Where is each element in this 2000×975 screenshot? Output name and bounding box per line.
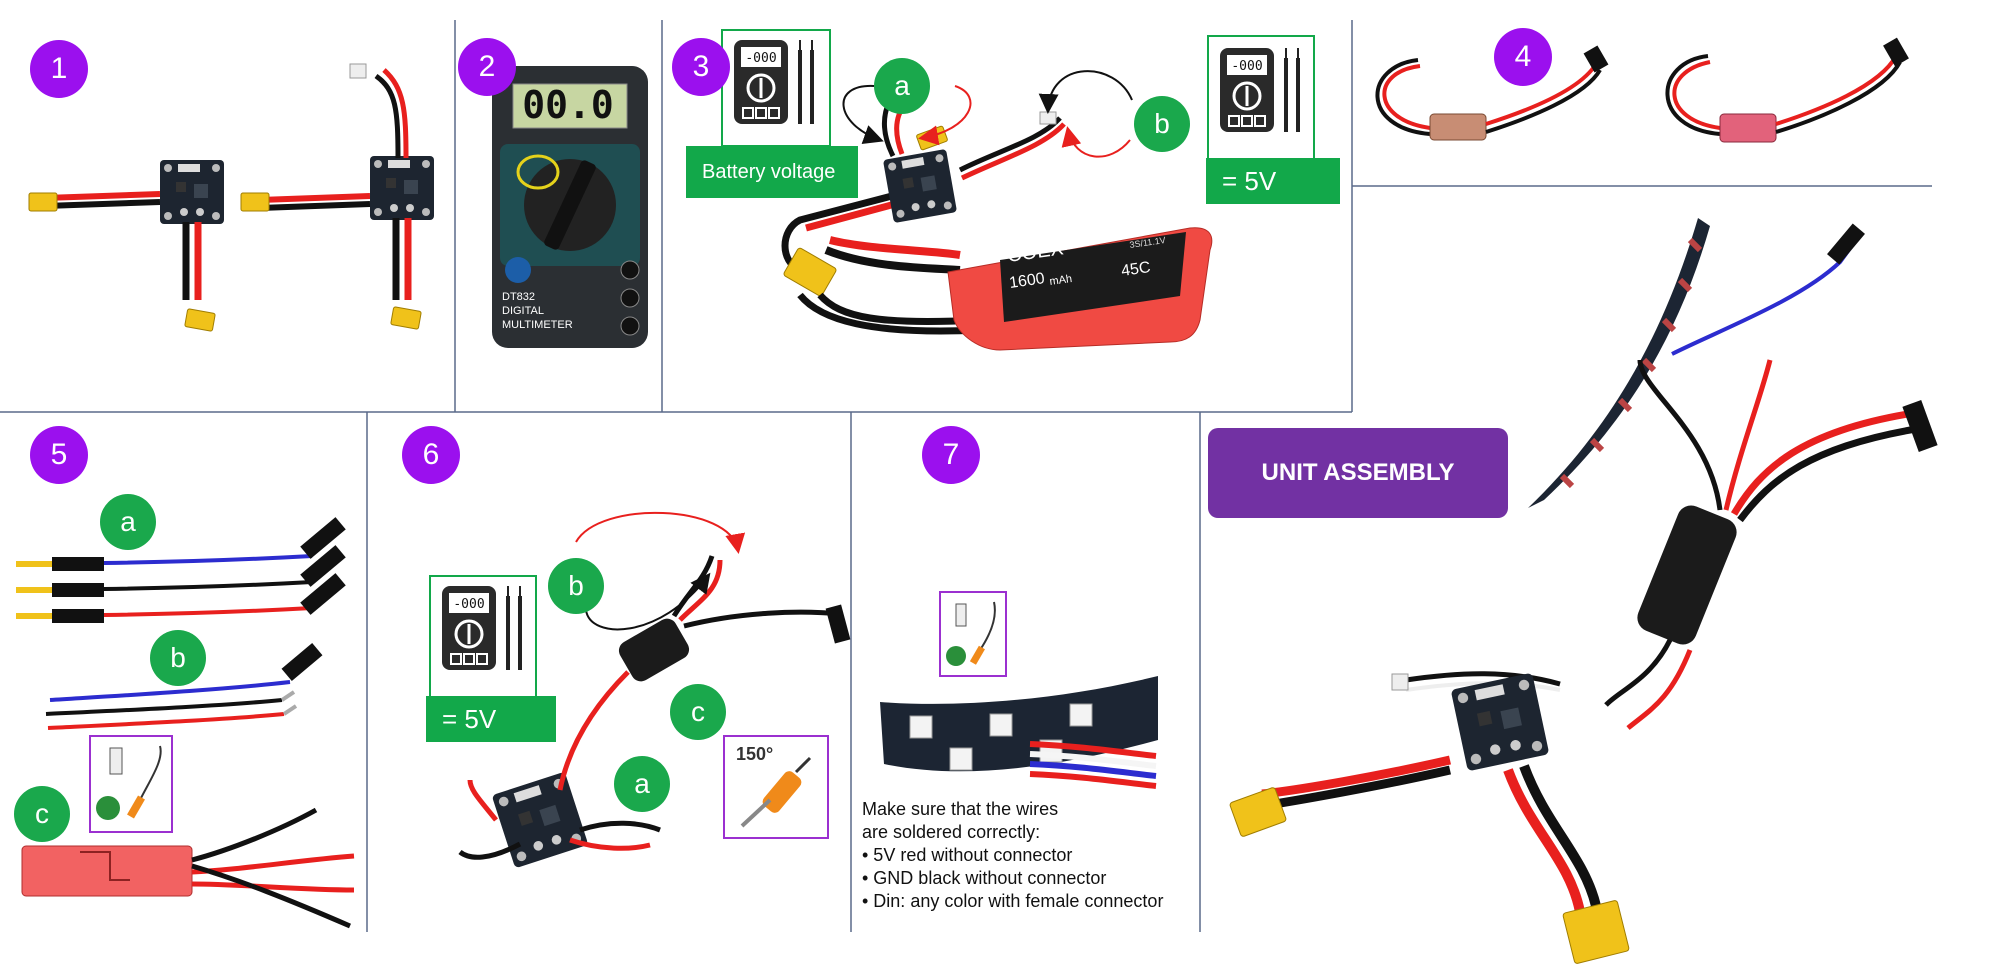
- probe-arrow-b-black: [1038, 70, 1133, 114]
- step-3-badge: 3: [672, 38, 730, 96]
- step6-sub-a: a: [614, 756, 670, 812]
- step-6-badge: 6: [402, 426, 460, 484]
- step6-sub-c: c: [670, 684, 726, 740]
- note-line-2: are soldered correctly:: [862, 822, 1041, 842]
- unit-assembly-label: UNIT ASSEMBLY: [1208, 428, 1508, 518]
- led-strip-panel7: [880, 676, 1158, 789]
- step-4-badge: 4: [1494, 28, 1552, 86]
- panel-dividers: [0, 20, 1932, 932]
- step-5-badge: 5: [30, 426, 88, 484]
- battery-voltage-label: Battery voltage: [686, 146, 858, 198]
- battery-capacity-unit: mAh: [1049, 273, 1073, 288]
- probe-arrow-a-red: [918, 85, 972, 146]
- note-bullet-3: • Din: any color with female connector: [862, 891, 1164, 911]
- battery-capacity: 1600: [1008, 270, 1046, 292]
- step3-meter-right: [1207, 35, 1315, 163]
- wire-set-b: [45, 643, 323, 730]
- multimeter-model-line3: MULTIMETER: [502, 319, 573, 331]
- step6-sub-b: b: [548, 558, 604, 614]
- wiring-note: Make sure that the wires are soldered co…: [862, 798, 1192, 913]
- note-bullet-1: • 5V red without connector: [862, 845, 1073, 865]
- step5-sub-c: c: [14, 786, 70, 842]
- probe-arrow-6-red: [575, 511, 746, 554]
- step5-sub-b: b: [150, 630, 206, 686]
- step-7-badge: 7: [922, 426, 980, 484]
- solder-temperature: 150°: [736, 744, 774, 764]
- battery-rate: 45C: [1120, 259, 1151, 280]
- step5-sub-a: a: [100, 494, 156, 550]
- note-line-1: Make sure that the wires: [862, 799, 1059, 819]
- step-1-badge: 1: [30, 40, 88, 98]
- solder-kit-icon-7: [939, 591, 1007, 677]
- converter-icon: [1375, 37, 1909, 143]
- battery-icon: COEX 1600 mAh 45C 3S/11.1V: [781, 98, 1213, 351]
- step6-5v-label: = 5V: [426, 696, 556, 742]
- probe-arrow-a-black: [842, 84, 884, 145]
- step3-sub-a: a: [874, 58, 930, 114]
- note-bullet-2: • GND black without connector: [862, 868, 1107, 888]
- step3-5v-label: = 5V: [1206, 158, 1340, 204]
- final-assembly: [1229, 223, 1938, 964]
- probe-arrow-b-red: [1061, 126, 1131, 158]
- power-board-icon: [28, 63, 434, 332]
- step3-meter-left: [721, 29, 831, 147]
- led-strip-icon: [1528, 218, 1710, 508]
- step3-sub-b: b: [1134, 96, 1190, 152]
- soldering-iron-icon: [723, 735, 829, 839]
- step-2-badge: 2: [458, 38, 516, 96]
- solder-kit-icon-5: [89, 735, 173, 833]
- step6-meter: [429, 575, 537, 701]
- multimeter-display: 00.0: [522, 83, 614, 127]
- multimeter-model-line2: DIGITAL: [502, 305, 544, 317]
- converter-board-icon: [21, 807, 355, 929]
- multimeter-icon: 00.0 DT832 DIGITAL MULTIMETER: [492, 66, 648, 348]
- probe-arrow-6-black: [585, 572, 711, 631]
- multimeter-model: DT832: [502, 291, 535, 303]
- wire-set-a: [16, 517, 346, 623]
